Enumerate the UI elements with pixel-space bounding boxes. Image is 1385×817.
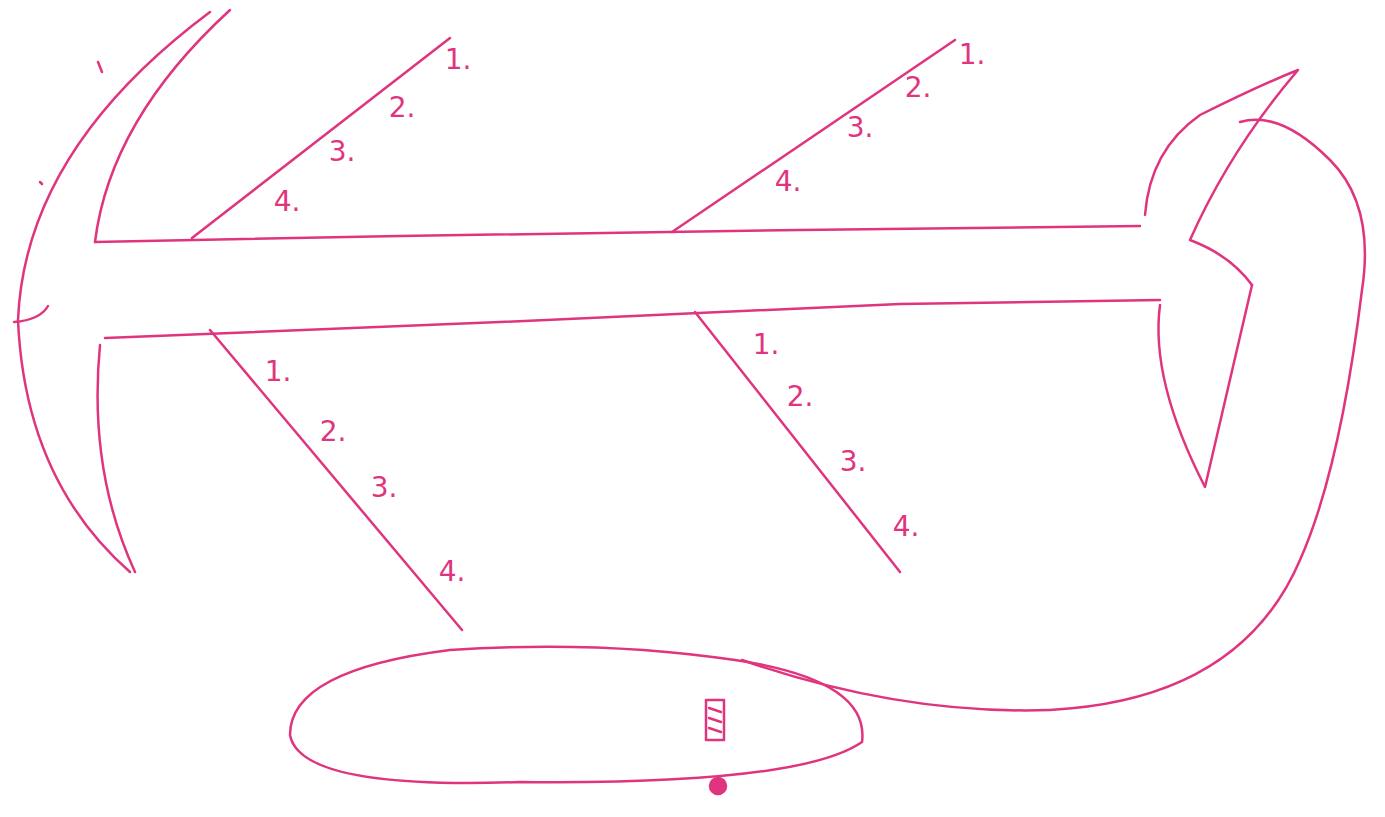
bone — [672, 40, 955, 232]
fish-head-inner-bottom — [98, 345, 135, 572]
callout-number: 2. — [905, 74, 932, 102]
head-mark — [14, 306, 48, 322]
blob-mark — [709, 708, 721, 732]
tail-fin-top — [1145, 70, 1298, 285]
spine-bottom — [105, 300, 1160, 338]
blob-mark — [706, 700, 724, 740]
callout-number: 1. — [753, 331, 780, 359]
callout-number: 1. — [265, 358, 292, 386]
callout-number: 3. — [371, 474, 398, 502]
spine-top — [95, 226, 1140, 242]
bone — [192, 38, 450, 238]
fish-head-outer — [18, 12, 210, 572]
callout-number: 4. — [893, 513, 920, 541]
tail-blob — [290, 647, 862, 783]
fish-head-inner-top — [95, 10, 230, 242]
tail-string — [742, 120, 1365, 711]
bone — [210, 330, 462, 630]
callout-number: 4. — [274, 188, 301, 216]
callout-number: 1. — [959, 41, 986, 69]
callout-number: 2. — [389, 94, 416, 122]
tail-fin-bottom — [1158, 285, 1252, 487]
callout-number: 3. — [329, 138, 356, 166]
blob-dot — [710, 778, 726, 794]
head-mark — [40, 182, 42, 184]
bone — [695, 312, 900, 572]
callout-number: 2. — [320, 418, 347, 446]
callout-number: 3. — [847, 114, 874, 142]
head-mark — [98, 62, 102, 72]
callout-number: 2. — [787, 383, 814, 411]
callout-number: 3. — [840, 448, 867, 476]
callout-number: 4. — [439, 558, 466, 586]
callout-number: 4. — [775, 168, 802, 196]
callout-number: 1. — [445, 46, 472, 74]
